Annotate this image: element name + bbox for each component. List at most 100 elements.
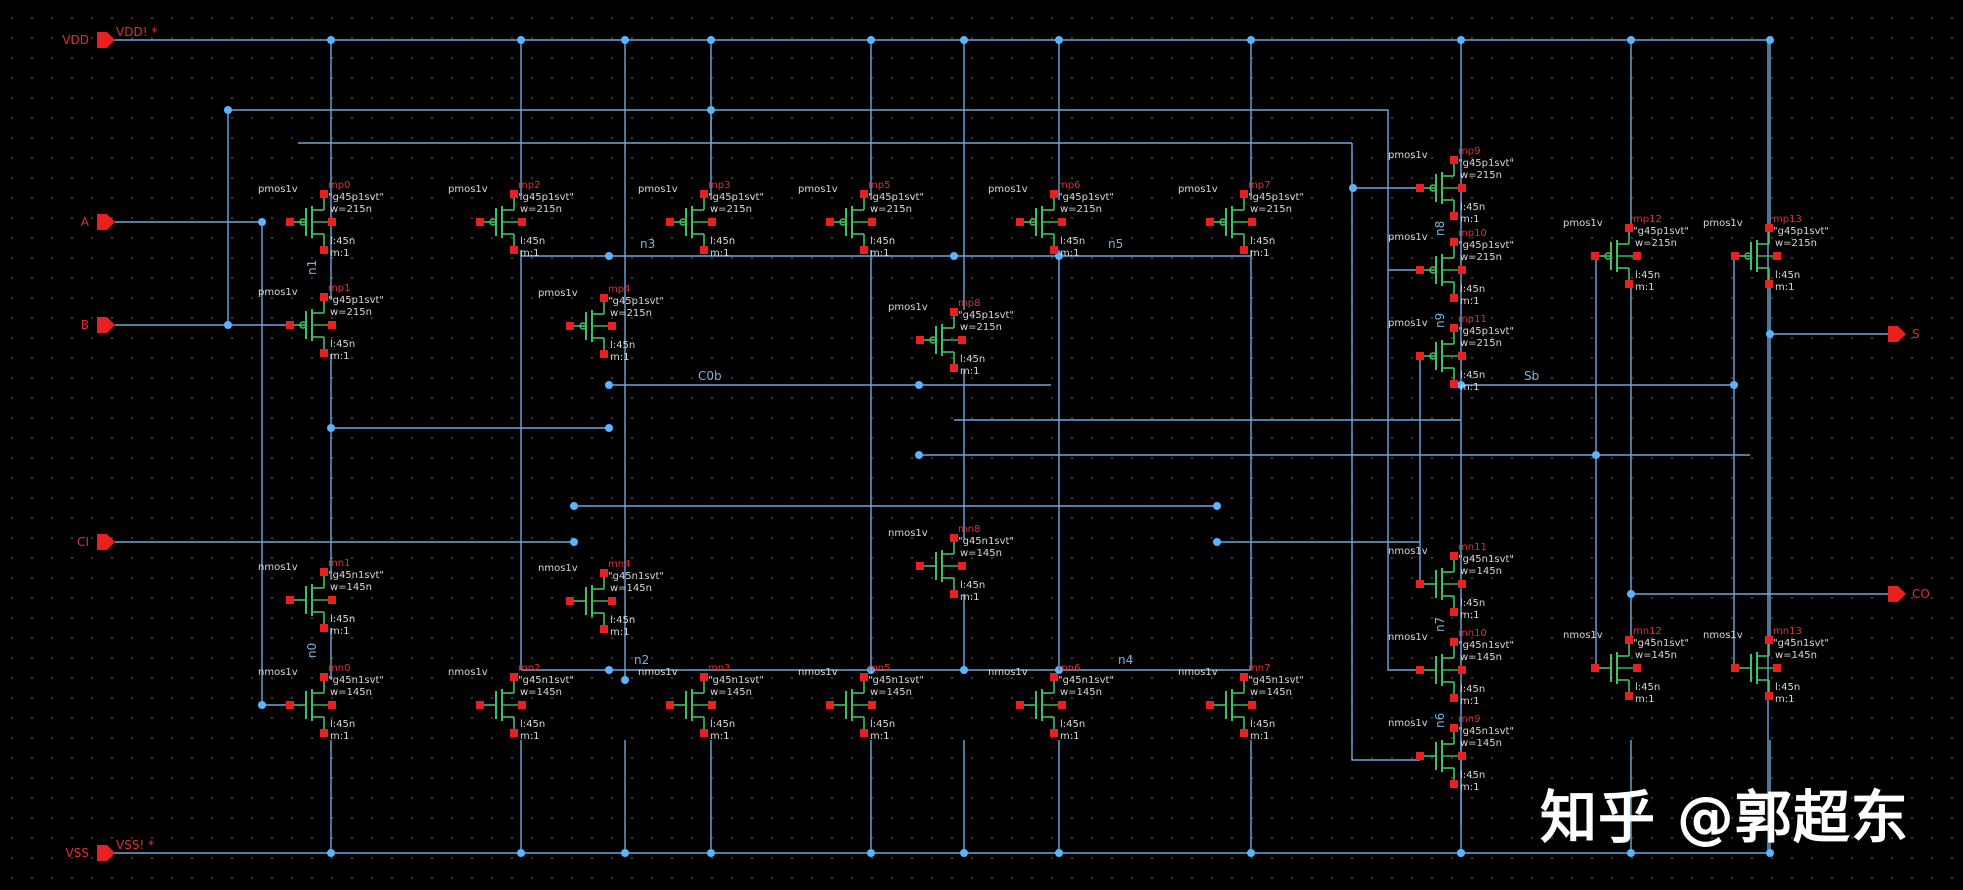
mp2-bubble [489,218,497,226]
vdd-pin[interactable] [97,32,115,48]
mn12-name: mn12 [1633,626,1662,637]
terminal-square [1058,218,1066,226]
terminal-square [916,562,924,570]
mn13-length: l:45n [1775,682,1800,693]
net-label-n8: n8 [1433,221,1447,236]
terminal-square [1450,694,1458,702]
terminal-square [860,246,868,254]
mn10-length: l:45n [1460,684,1485,695]
mp6-type: pmos1v [988,184,1028,195]
mn4-model: "g45n1svt" [608,571,664,582]
output-pin-s[interactable] [1888,326,1906,342]
mn1-width: w=145n [330,582,372,593]
mp5-length: l:45n [870,236,895,247]
vss-pin[interactable] [97,845,115,861]
mn11-type: nmos1v [1388,546,1428,557]
mp9-bubble [1429,184,1437,192]
mn12-model: "g45n1svt" [1633,638,1689,649]
mn8-length: l:45n [960,580,985,591]
net-label-n2: n2 [634,653,649,667]
mn3-type: nmos1v [638,667,678,678]
mp1-name: mp1 [328,283,350,294]
junction-dot [258,218,266,226]
mp3-mult: m:1 [710,248,729,259]
junction-dot [1247,36,1255,44]
junction-dot [570,538,578,546]
terminal-square [826,218,834,226]
net-label-n0: n0 [305,643,319,658]
mn0-length: l:45n [330,719,355,730]
mp12-model: "g45p1svt" [1633,226,1689,237]
terminal-square [320,729,328,737]
mp5-type: pmos1v [798,184,838,195]
net-label-n6: n6 [1433,713,1447,728]
mp10-length: l:45n [1460,284,1485,295]
mn1-mult: m:1 [330,626,349,637]
mp13-type: pmos1v [1703,218,1743,229]
output-pin-co[interactable] [1888,586,1906,602]
terminal-square [600,569,608,577]
terminal-square [950,308,958,316]
mp11-name: mp11 [1458,314,1487,325]
terminal-square [1050,673,1058,681]
terminal-square [1416,580,1424,588]
mn3-model: "g45n1svt" [708,675,764,686]
mp3-name: mp3 [708,180,730,191]
mn2-model: "g45n1svt" [518,675,574,686]
a-net[interactable] [115,221,290,706]
input-pin-ci[interactable] [97,534,115,550]
mp13-bubble [1744,252,1752,260]
mn12-length: l:45n [1635,682,1660,693]
terminal-square [1765,692,1773,700]
b-net[interactable] [115,109,1420,326]
terminal-square [708,701,716,709]
mn11-model: "g45n1svt" [1458,554,1514,565]
terminal-square [958,336,966,344]
mn1-type: nmos1v [258,562,298,573]
mp7-name: mp7 [1248,180,1270,191]
mp1-mult: m:1 [330,351,349,362]
mp5-mult: m:1 [870,248,889,259]
junction-dot [224,106,232,114]
mp11-type: pmos1v [1388,318,1428,329]
terminal-square [1458,666,1466,674]
mn4-width: w=145n [610,583,652,594]
mn9-type: nmos1v [1388,718,1428,729]
terminal-square [1206,701,1214,709]
terminal-square [1416,352,1424,360]
mp9-mult: m:1 [1460,214,1479,225]
net-label-n5: n5 [1108,237,1123,251]
terminal-square [1240,729,1248,737]
junction-dot [1457,381,1465,389]
junction-dot [258,701,266,709]
junction-dot [960,666,968,674]
input-pin-a[interactable] [97,214,115,230]
net-label-n4: n4 [1118,653,1133,667]
junction-dot [605,424,613,432]
terminal-square [1731,664,1739,672]
mn10-gate[interactable] [1387,270,1420,671]
junction-dot [1766,849,1774,857]
mp2-mult: m:1 [520,248,539,259]
terminal-square [1450,324,1458,332]
mn9-gate[interactable] [1351,143,1420,761]
mp11-length: l:45n [1460,370,1485,381]
terminal-square [510,246,518,254]
mp9-name: mp9 [1458,146,1480,157]
mp11-width: w=215n [1460,338,1502,349]
terminal-square [1058,701,1066,709]
mp7-width: w=215n [1250,204,1292,215]
mn7-name: mn7 [1248,663,1270,674]
input-pin-b[interactable] [97,317,115,333]
mn10-type: nmos1v [1388,632,1428,643]
junction-dot [1349,184,1357,192]
terminal-square [950,364,958,372]
terminal-square [286,321,294,329]
junction-dot [1055,849,1063,857]
terminal-square [286,701,294,709]
mp6-length: l:45n [1060,236,1085,247]
mp8-type: pmos1v [888,302,928,313]
junction-dot [867,666,875,674]
